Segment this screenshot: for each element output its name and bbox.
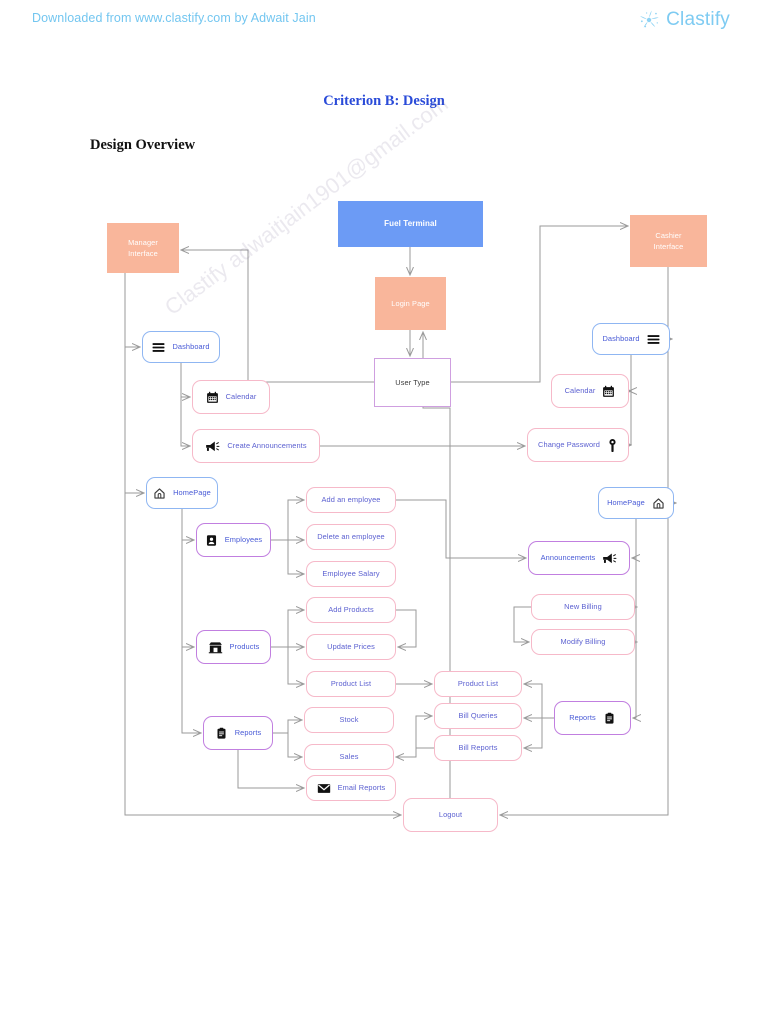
node-label: Announcements [540,553,596,563]
node-label: Login Page [391,298,430,308]
envelope-icon [317,783,331,794]
node-fuel_terminal[interactable]: Fuel Terminal [338,201,483,247]
home-icon [652,497,665,510]
calendar-icon [602,385,615,398]
node-label: Product List [330,679,372,689]
node-cash_reports[interactable]: Reports [554,701,631,735]
home-icon [153,487,166,500]
node-label: Reports [234,728,262,738]
node-modify_billing[interactable]: Modify Billing [531,629,635,655]
node-label: Employees [224,535,263,545]
page-title: Criterion B: Design [323,93,445,109]
node-label: Products [229,642,260,652]
node-update_prices[interactable]: Update Prices [306,634,396,660]
node-label: Dashboard [172,342,210,352]
node-label: Employee Salary [322,569,380,579]
node-label: Update Prices [327,642,375,652]
node-announcements[interactable]: Announcements [528,541,630,575]
node-label: Fuel Terminal [384,219,437,228]
clipboard-icon [603,712,616,725]
store-icon [208,641,223,654]
megaphone-icon [602,552,617,565]
node-mgr_reports[interactable]: Reports [203,716,273,750]
node-label: Bill Queries [458,711,498,721]
node-delete_employee[interactable]: Delete an employee [306,524,396,550]
node-label: HomePage [173,488,211,498]
node-label-line: Interface [128,248,158,258]
node-label: Create Announcements [227,441,307,451]
node-label: Calendar [564,386,596,396]
node-stock[interactable]: Stock [304,707,394,733]
node-add_employee[interactable]: Add an employee [306,487,396,513]
key-icon [607,438,618,453]
node-label-line: Cashier [655,231,682,241]
section-heading: Design Overview [90,137,196,153]
node-product_list_mgr[interactable]: Product List [306,671,396,697]
node-login_page[interactable]: Login Page [375,277,446,330]
node-label: Modify Billing [560,637,606,647]
clastify-wordmark: Clastify [666,9,730,30]
node-label: Reports [569,713,596,723]
node-cash_homepage[interactable]: HomePage [598,487,674,519]
node-new_billing[interactable]: New Billing [531,594,635,620]
node-product_list_cash[interactable]: Product List [434,671,522,697]
node-bill_queries[interactable]: Bill Queries [434,703,522,729]
node-mgr_products[interactable]: Products [196,630,271,664]
node-label: HomePage [607,498,645,508]
node-label: Logout [438,810,463,820]
node-label: User Type [395,377,430,387]
node-label-line: Interface [653,241,684,251]
node-label: Email Reports [337,783,386,793]
node-mgr_employees[interactable]: Employees [196,523,271,557]
node-cash_dashboard[interactable]: Dashboard [592,323,670,355]
node-label: Bill Reports [458,743,498,753]
node-mgr_dashboard[interactable]: Dashboard [142,331,220,363]
node-label: Change Password [538,440,600,450]
download-notice: Downloaded from www.clastify.com by Adwa… [32,11,316,25]
node-label: Add an employee [321,495,381,505]
node-cash_calendar[interactable]: Calendar [551,374,629,408]
node-mgr_homepage[interactable]: HomePage [146,477,218,509]
node-label: Dashboard [602,334,640,344]
node-label: Stock [339,715,359,725]
clastify-brand: Clastify [638,9,730,31]
node-label: Product List [457,679,499,689]
node-user_type[interactable]: User Type [374,358,451,407]
node-bill_reports[interactable]: Bill Reports [434,735,522,761]
node-change_password[interactable]: Change Password [527,428,629,462]
menu-icon [152,342,165,353]
node-label: New Billing [564,602,602,612]
connector-layer [124,170,768,870]
node-sales[interactable]: Sales [304,744,394,770]
node-label-line: Manager [128,238,158,248]
clipboard-icon [215,727,228,740]
node-mgr_create_ann[interactable]: Create Announcements [192,429,320,463]
node-mgr_calendar[interactable]: Calendar [192,380,270,414]
clastify-burst-icon [638,9,660,31]
node-label: Calendar [225,392,257,402]
node-logout[interactable]: Logout [403,798,498,832]
user-card-icon [205,534,218,547]
node-label: Delete an employee [317,532,385,542]
node-email_reports[interactable]: Email Reports [306,775,396,801]
megaphone-icon [205,440,220,453]
node-add_products[interactable]: Add Products [306,597,396,623]
menu-icon [647,334,660,345]
calendar-icon [206,391,219,404]
node-employee_salary[interactable]: Employee Salary [306,561,396,587]
node-label: Sales [339,752,359,762]
node-label: Add Products [328,605,374,615]
